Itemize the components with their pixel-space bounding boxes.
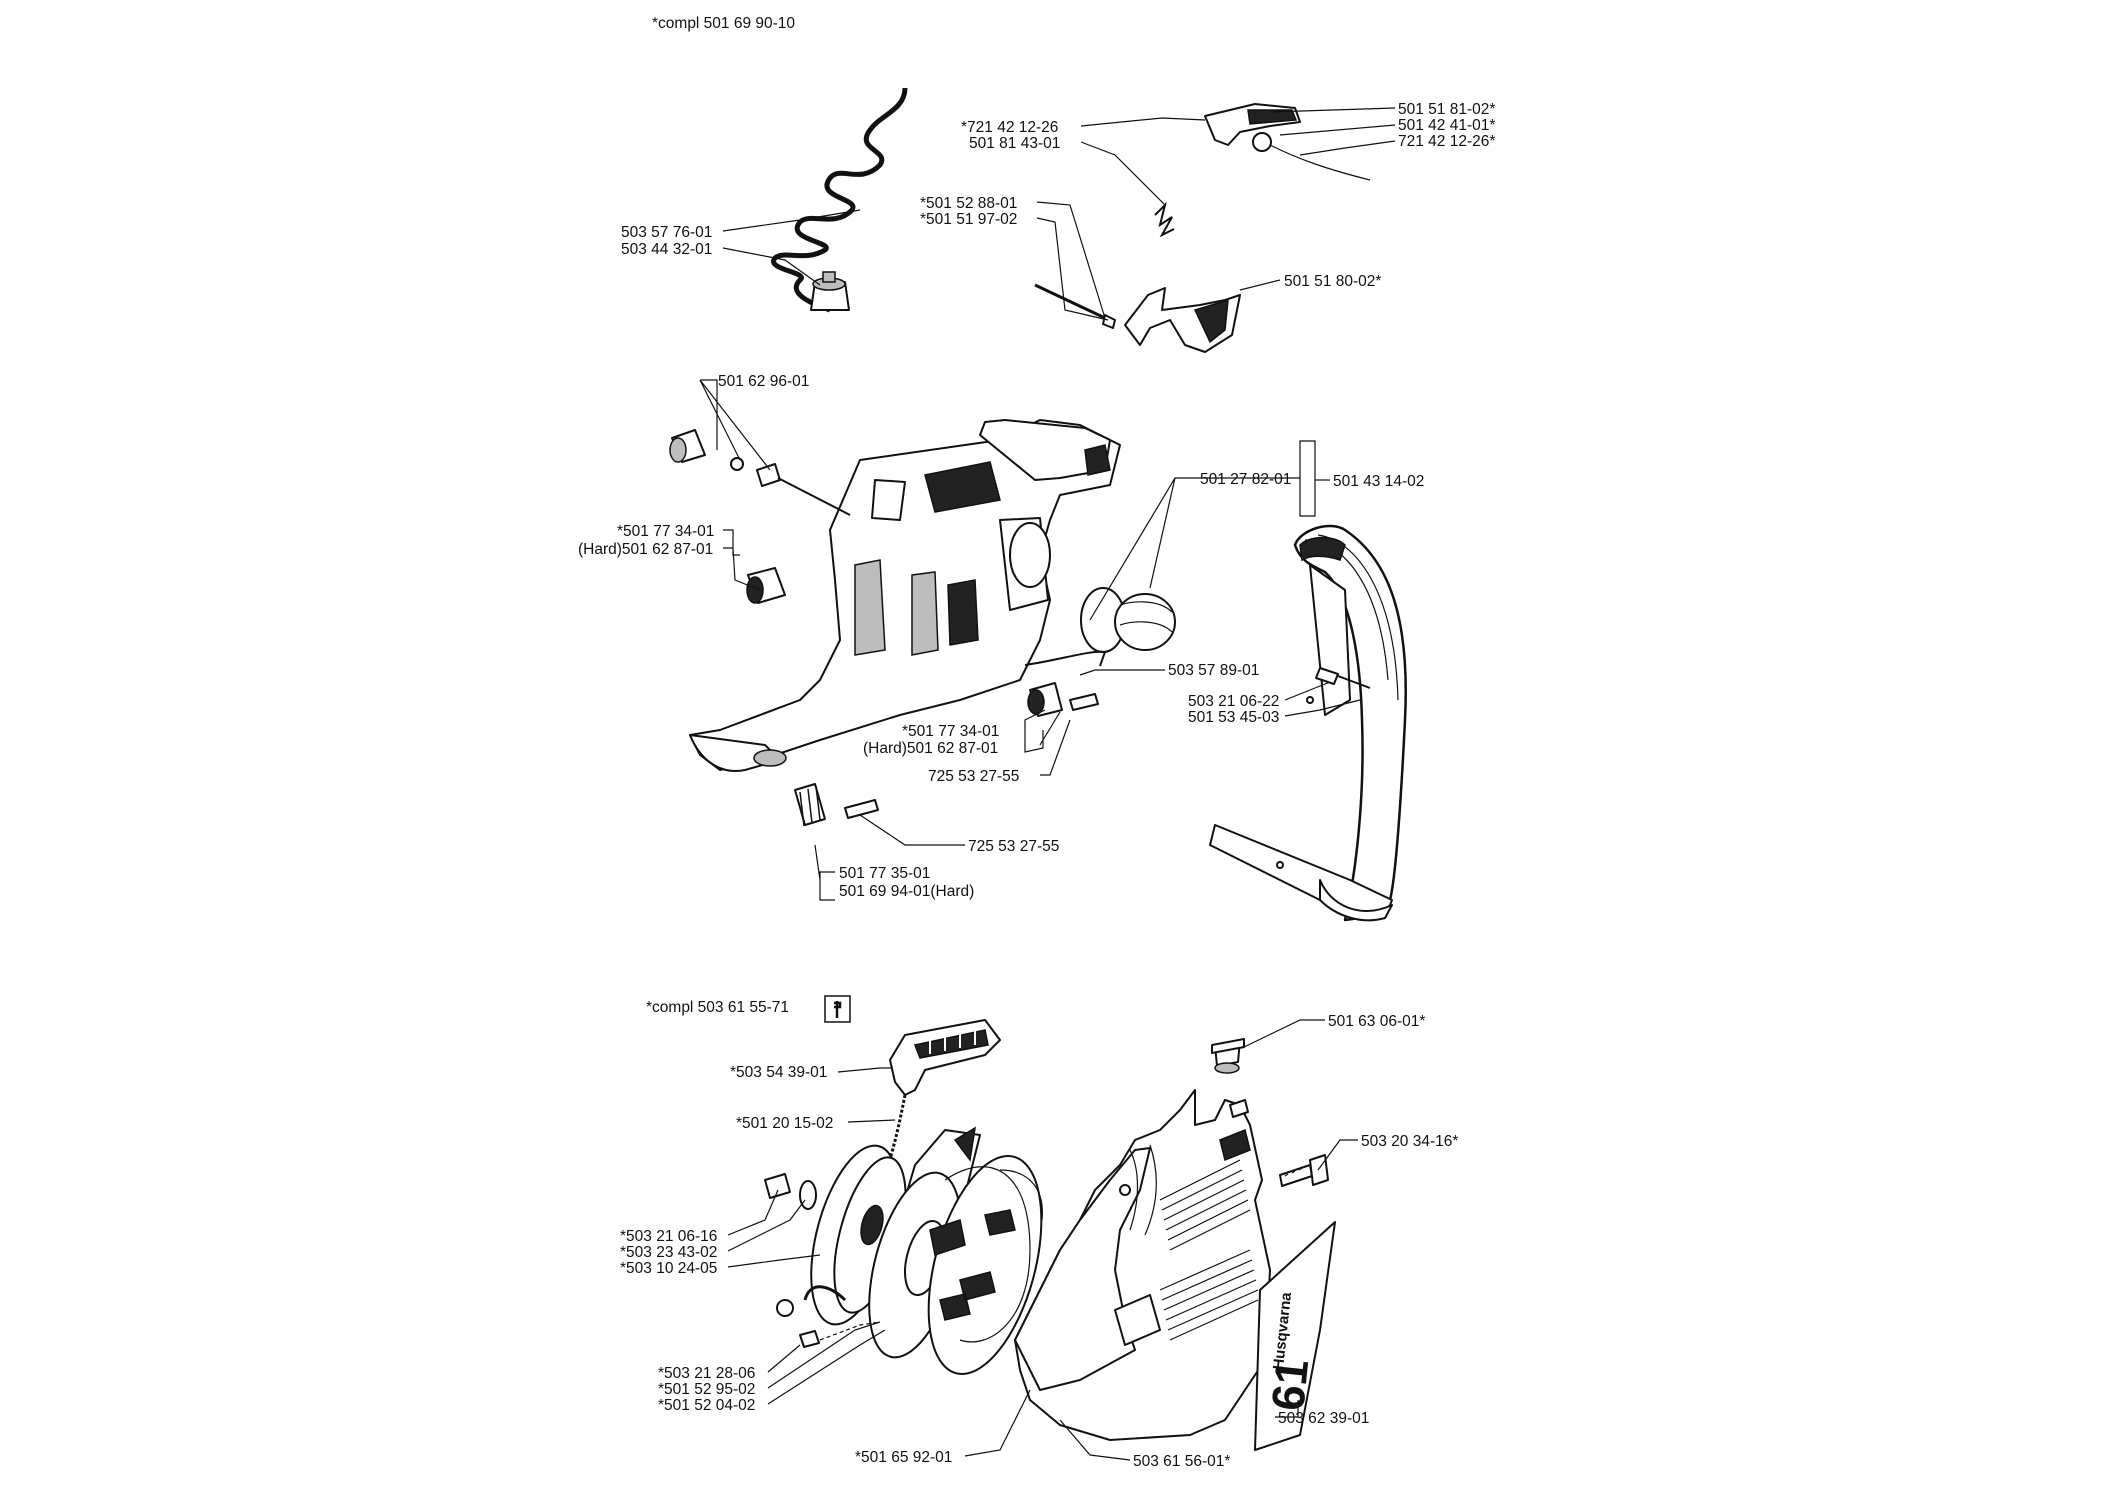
front-handle — [1209, 524, 1407, 922]
part-501-20-15-02: *501 20 15-02 — [736, 1115, 833, 1132]
part-503-23-43-02: *503 23 43-02 — [620, 1244, 717, 1261]
breather-fittings — [669, 429, 851, 516]
av-element-upper — [746, 567, 786, 604]
part-501-62-96-01: 501 62 96-01 — [718, 373, 809, 390]
part-725-53-27-55-lower: 725 53 27-55 — [968, 838, 1059, 855]
part-501-42-41-01: 501 42 41-01* — [1398, 117, 1495, 134]
part-501-53-45-03: 501 53 45-03 — [1188, 709, 1279, 726]
starter-cover — [1014, 1089, 1271, 1441]
throttle-lockout — [1034, 283, 1241, 353]
part-501-27-82-01: 501 27 82-01 — [1200, 471, 1291, 488]
part-503-61-56-01: 503 61 56-01* — [1133, 1453, 1230, 1470]
part-503-10-24-05: *503 10 24-05 — [620, 1260, 717, 1277]
part-503-21-28-06: *503 21 28-06 — [658, 1365, 755, 1382]
part-503-54-39-01: *503 54 39-01 — [730, 1064, 827, 1081]
part-501-43-14-02: 501 43 14-02 — [1333, 473, 1424, 490]
av-element-lower — [1027, 682, 1099, 717]
part-503-57-89-01: 503 57 89-01 — [1168, 662, 1259, 679]
part-501-77-35-01: 501 77 35-01 — [839, 865, 930, 882]
part-501-62-87-01-lower: (Hard)501 62 87-01 — [863, 740, 998, 757]
part-503-57-76-01: 503 57 76-01 — [621, 224, 712, 241]
top-leader-lines — [699, 107, 1396, 901]
part-721-42-12-26-right: 721 42 12-26* — [1398, 133, 1495, 150]
bottom-compl-label: *compl 503 61 55-71 — [646, 999, 789, 1016]
starter-handle — [883, 1019, 1001, 1176]
part-501-77-34-01-lower: *501 77 34-01 — [902, 723, 999, 740]
fuel-cap — [1024, 587, 1176, 667]
bottom-leader-lines — [727, 1019, 1358, 1461]
cover-screw — [1279, 1154, 1329, 1187]
part-503-20-34-16: 503 20 34-16* — [1361, 1133, 1458, 1150]
fuel-tank-handle-housing — [689, 419, 1121, 772]
pawl-screw — [799, 1321, 881, 1348]
fuel-filter — [810, 271, 850, 311]
part-501-69-94-01: 501 69 94-01(Hard) — [839, 883, 974, 900]
part-501-52-04-02: *501 52 04-02 — [658, 1397, 755, 1414]
part-721-42-12-26-left: *721 42 12-26 — [961, 119, 1058, 136]
part-501-77-34-01-upper: *501 77 34-01 — [617, 523, 714, 540]
part-503-62-39-01: 503 62 39-01 — [1278, 1410, 1369, 1427]
handle-screw — [1315, 667, 1371, 689]
part-503-21-06-22: 503 21 06-22 — [1188, 693, 1279, 710]
top-part-labels: *721 42 12-26 501 81 43-01 501 51 81-02*… — [578, 101, 1495, 900]
throttle-trigger — [1204, 103, 1371, 181]
tool-icon — [824, 995, 851, 1023]
part-501-51-80-02: 501 51 80-02* — [1284, 273, 1381, 290]
fuel-hose-spiral — [771, 87, 908, 313]
rubber-grommet — [1211, 1038, 1245, 1074]
part-503-21-06-16: *503 21 06-16 — [620, 1228, 717, 1245]
part-501-52-95-02: *501 52 95-02 — [658, 1381, 755, 1398]
model-decal-text: 61 — [1261, 1357, 1318, 1413]
part-501-81-43-01: 501 81 43-01 — [969, 135, 1060, 152]
part-725-53-27-55-upper: 725 53 27-55 — [928, 768, 1019, 785]
top-compl-label: *compl 501 69 90-10 — [652, 15, 795, 32]
part-501-51-97-02: *501 51 97-02 — [920, 211, 1017, 228]
model-decal: Husqvarna 61 — [1254, 1221, 1336, 1451]
part-501-63-06-01: 501 63 06-01* — [1328, 1013, 1425, 1030]
bottom-part-labels: *503 54 39-01 *501 20 15-02 501 63 06-01… — [620, 1013, 1458, 1470]
starter-recoil-spring — [927, 1155, 1043, 1375]
part-501-51-81-02: 501 51 81-02* — [1398, 101, 1495, 118]
throttle-spring — [1154, 201, 1175, 238]
part-501-65-92-01: *501 65 92-01 — [855, 1449, 952, 1466]
part-501-62-87-01-upper: (Hard)501 62 87-01 — [578, 541, 713, 558]
part-503-44-32-01: 503 44 32-01 — [621, 241, 712, 258]
part-501-52-88-01: *501 52 88-01 — [920, 195, 1017, 212]
av-spring — [794, 783, 879, 827]
